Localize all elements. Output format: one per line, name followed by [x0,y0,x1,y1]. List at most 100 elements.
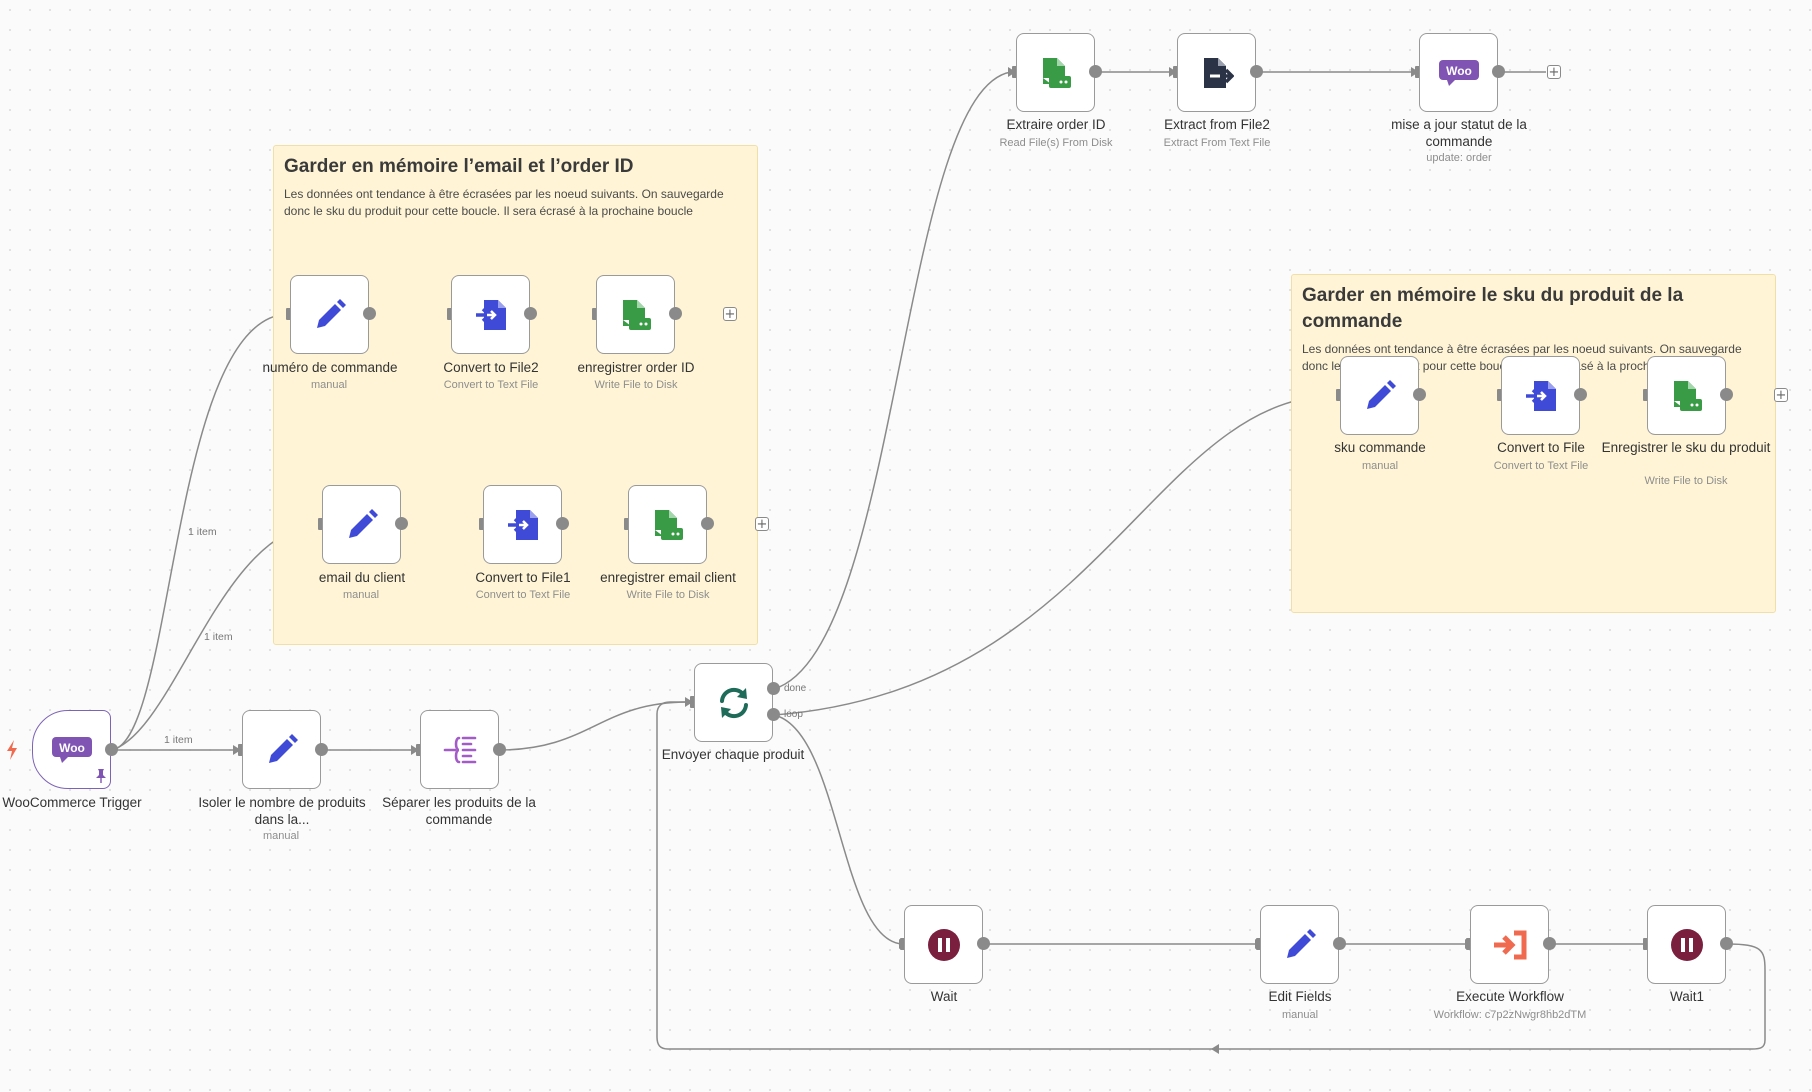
disk-file-icon [1667,376,1707,416]
input-port[interactable] [416,744,422,756]
input-port[interactable] [447,308,453,320]
output-port[interactable] [315,743,328,756]
output-port[interactable] [701,517,714,530]
output-port[interactable] [1089,65,1102,78]
node-label: Envoyer chaque produit [661,747,805,762]
sticky-text: Les données ont tendance à être écrasées… [284,187,724,218]
node-subtitle: manual [1361,460,1399,472]
node-label: Wait [930,989,958,1004]
output-port[interactable] [1492,65,1505,78]
output-port[interactable] [1543,937,1556,950]
node-mise-a-jour-statut[interactable]: Woo [1419,33,1498,112]
add-node-button[interactable]: + [723,307,737,322]
node-sku-commande[interactable] [1340,356,1419,435]
woocommerce-icon: Woo [51,730,92,770]
input-port[interactable] [286,308,292,320]
input-port[interactable] [624,518,630,530]
node-numero-de-commande[interactable] [290,275,369,354]
connection-done-extraire [773,71,1012,690]
node-extraire-order-id[interactable] [1016,33,1095,112]
node-enregistrer-email-client[interactable] [628,485,707,564]
output-port[interactable] [669,307,682,320]
node-email-du-client[interactable] [322,485,401,564]
node-subtitle: Extract From Text File [1163,137,1271,149]
done-output-port[interactable] [767,682,780,695]
add-node-button[interactable]: + [755,517,769,532]
node-subtitle: Convert to Text File [1493,460,1589,472]
node-label: mise a jour statut de la commande [1391,117,1527,149]
output-port[interactable] [105,743,118,756]
output-port[interactable] [556,517,569,530]
output-port[interactable] [1574,388,1587,401]
node-label: email du client [318,570,406,585]
output-port[interactable] [493,743,506,756]
node-label: WooCommerce Trigger [2,795,142,810]
input-port[interactable] [1256,938,1262,950]
woocommerce-icon: Woo [1438,53,1479,93]
node-subtitle: Workflow: c7p2zNwgr8hb2dTM [1433,1009,1587,1021]
node-label: Convert to File [1497,440,1585,455]
loop-output-port[interactable] [767,708,780,721]
node-label: sku commande [1334,440,1426,455]
input-port[interactable] [1012,66,1018,78]
woo-logo-text: Woo [59,741,85,755]
output-port[interactable] [977,937,990,950]
add-node-button[interactable]: + [1774,388,1788,403]
node-label: enregistrer order ID [577,360,695,375]
node-convert-to-file[interactable] [1501,356,1580,435]
input-port[interactable] [238,744,244,756]
node-label: Enregistrer le sku du produit [1601,440,1771,455]
node-subtitle: update: order [1426,152,1492,164]
input-port[interactable] [1336,389,1342,401]
node-execute-workflow[interactable] [1470,905,1549,984]
pin-icon [96,769,106,783]
sticky-note-sku[interactable]: Garder en mémoire le sku du produit de l… [1291,274,1776,613]
disk-file-icon [648,505,688,545]
input-port[interactable] [592,308,598,320]
port-label-loop: loop [784,709,803,720]
node-extract-from-file2[interactable] [1177,33,1256,112]
input-port[interactable] [1643,938,1649,950]
node-subtitle: manual [1281,1009,1319,1021]
node-enregistrer-order-id[interactable] [596,275,675,354]
node-label: Séparer les produits de la commande [382,795,536,827]
node-envoyer-chaque-produit[interactable] [694,663,773,742]
input-port[interactable] [1466,938,1472,950]
input-port[interactable] [479,518,485,530]
input-port[interactable] [900,938,906,950]
node-convert-to-file1[interactable] [483,485,562,564]
node-edit-fields[interactable] [1260,905,1339,984]
output-port[interactable] [1720,388,1733,401]
node-wait1[interactable] [1647,905,1726,984]
input-port[interactable] [1497,389,1503,401]
input-port[interactable] [1173,66,1179,78]
connection-loop-sku [773,394,1336,716]
input-port[interactable] [1415,66,1421,78]
node-enregistrer-sku[interactable] [1647,356,1726,435]
port-label-done: done [784,683,807,694]
input-port[interactable] [318,518,324,530]
output-port[interactable] [1250,65,1263,78]
node-subtitle: Write File to Disk [1644,475,1728,487]
node-separer-produits[interactable] [420,710,499,789]
output-port[interactable] [395,517,408,530]
node-woocommerce-trigger[interactable]: Woo [32,710,111,789]
convert-file-icon [1521,376,1561,416]
pencil-icon [342,505,382,545]
output-port[interactable] [1413,388,1426,401]
add-node-button[interactable]: + [1547,65,1561,80]
output-port[interactable] [524,307,537,320]
input-port[interactable] [690,696,696,708]
pause-icon [924,925,964,965]
output-port[interactable] [1720,937,1733,950]
output-port[interactable] [363,307,376,320]
node-label: Edit Fields [1268,989,1332,1004]
node-isoler-nombre-produits[interactable] [242,710,321,789]
node-wait[interactable] [904,905,983,984]
output-port[interactable] [1333,937,1346,950]
node-label: numéro de commande [262,360,398,375]
node-convert-to-file2[interactable] [451,275,530,354]
node-subtitle: Write File to Disk [626,589,710,601]
input-port[interactable] [1643,389,1649,401]
